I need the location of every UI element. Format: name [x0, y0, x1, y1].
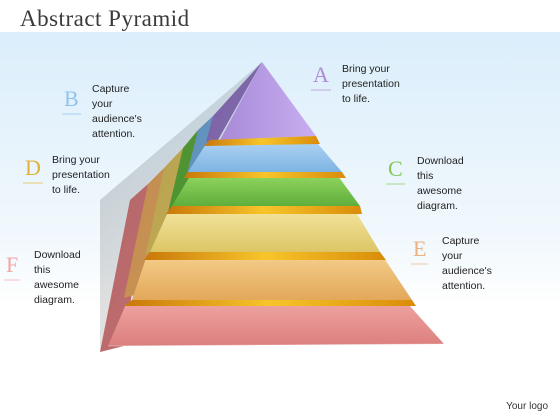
tier-green	[172, 176, 360, 206]
callout-a-text: Bring your presentation to life.	[342, 63, 400, 105]
callout-c-letter: C	[386, 156, 405, 185]
separator-4	[144, 252, 386, 260]
tier-red	[108, 304, 444, 346]
callout-b-letter: B	[62, 86, 81, 115]
tier-purple	[220, 62, 316, 140]
tier-highlight	[107, 343, 445, 347]
separator-3	[166, 206, 362, 214]
callout-e-text: Capture your audience's attention.	[442, 235, 492, 292]
tier-orange	[132, 258, 412, 300]
separator-2	[184, 172, 346, 178]
callout-d-text: Bring your presentation to life.	[52, 154, 110, 196]
callout-a-letter: A	[311, 62, 331, 91]
callout-c-text: Download this awesome diagram.	[417, 155, 464, 212]
callout-b-text: Capture your audience's attention.	[92, 83, 142, 140]
callout-d-letter: D	[23, 155, 43, 184]
callout-e-letter: E	[410, 236, 429, 265]
tier-blue	[188, 144, 342, 172]
tier-yellow	[150, 212, 380, 252]
separator-1	[204, 136, 320, 146]
slide-title: Abstract Pyramid	[20, 6, 190, 31]
callout-f-text: Download this awesome diagram.	[34, 249, 81, 306]
callout-f-letter: F	[3, 252, 21, 281]
separator-5	[124, 300, 416, 306]
logo-text: Your logo	[506, 401, 548, 412]
